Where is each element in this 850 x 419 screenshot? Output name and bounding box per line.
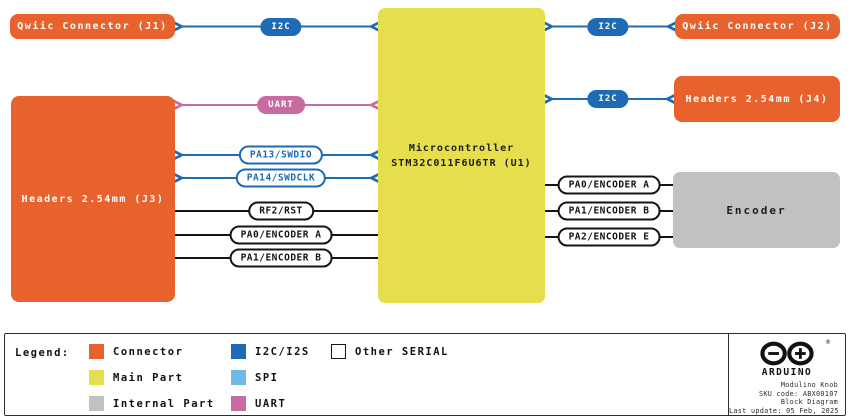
block-headers-j3: Headers 2.54mm (J3) [11, 96, 175, 302]
main-part-color-swatch [89, 370, 104, 385]
signal-pill-swdclk: PA14/SWDCLK [235, 168, 327, 188]
legend-item-label: Connector [113, 345, 184, 358]
product-name: Modulino Knob [780, 381, 838, 389]
bus-pill-i2c-j4: I2C [587, 90, 629, 108]
block-encoder: Encoder [673, 172, 840, 248]
signal-pill-encoder-a-right: PA0/ENCODER A [557, 175, 661, 195]
legend-item-label: Other SERIAL [355, 345, 449, 358]
block-label: Qwiic Connector (J1) [17, 21, 168, 32]
signal-pill-encoder-a-left: PA0/ENCODER A [229, 225, 333, 245]
block-label: Qwiic Connector (J2) [682, 21, 833, 32]
signal-pill-encoder-b-left: PA1/ENCODER B [229, 248, 333, 268]
connector-color-swatch [89, 344, 104, 359]
block-label-line1: Microcontroller [408, 142, 515, 154]
block-qwiic-connector-j1: Qwiic Connector (J1) [10, 14, 175, 39]
other-serial-color-swatch [331, 344, 346, 359]
uart-color-swatch [231, 396, 246, 411]
bus-pill-i2c-j1: I2C [260, 17, 302, 36]
arduino-logo-icon [760, 341, 814, 366]
signal-pill-encoder-e-right: PA2/ENCODER E [557, 227, 661, 247]
last-update: Last update: 05 Feb, 2025 [729, 406, 839, 415]
legend-item-other-serial: Other SERIAL [331, 344, 449, 359]
legend-item-label: SPI [255, 371, 279, 384]
legend-title: Legend: [15, 347, 70, 359]
i2c-color-swatch [231, 344, 246, 359]
sku-code: SKU code: ABX00107 [758, 389, 838, 398]
block-qwiic-connector-j2: Qwiic Connector (J2) [675, 14, 840, 39]
block-label-line2: STM32C011F6U6TR (U1) [391, 157, 532, 169]
legend-item-i2c: I2C/I2S [231, 344, 310, 359]
legend-panel: Legend: Connector Main Part Internal Par… [4, 333, 846, 416]
signal-pill-encoder-b-right: PA1/ENCODER B [557, 201, 661, 221]
doc-meta: Modulino Knob SKU code: ABX00107 Block D… [729, 381, 845, 415]
legend-item-label: Main Part [113, 371, 184, 384]
legend-item-internal-part: Internal Part [89, 396, 215, 411]
legend-item-spi: SPI [231, 370, 278, 385]
block-label: Headers 2.54mm (J3) [21, 193, 165, 205]
doc-type: Block Diagram [780, 398, 838, 407]
legend-item-connector: Connector [89, 344, 183, 359]
registered-trademark: ® [825, 339, 831, 346]
legend-item-label: UART [255, 397, 287, 410]
block-label: Encoder [726, 203, 787, 217]
legend-item-label: Internal Part [113, 397, 215, 410]
brand-area: ® ARDUINO Modulino Knob SKU code: ABX001… [729, 334, 845, 415]
legend-item-main-part: Main Part [89, 370, 183, 385]
block-label: Headers 2.54mm (J4) [685, 93, 829, 105]
legend-divider [728, 334, 730, 415]
legend-item-label: I2C/I2S [255, 345, 310, 358]
block-headers-j4: Headers 2.54mm (J4) [674, 76, 840, 122]
block-microcontroller: Microcontroller STM32C011F6U6TR (U1) [378, 8, 545, 303]
signal-pill-swdio: PA13/SWDIO [238, 145, 324, 165]
bus-pill-uart: UART [257, 96, 305, 114]
bus-pill-i2c-j2: I2C [587, 17, 629, 36]
legend-item-uart: UART [231, 396, 286, 411]
spi-color-swatch [231, 370, 246, 385]
brand-name: ARDUINO [761, 367, 813, 378]
internal-part-color-swatch [89, 396, 104, 411]
signal-pill-reset: RF2/RST [248, 201, 314, 221]
